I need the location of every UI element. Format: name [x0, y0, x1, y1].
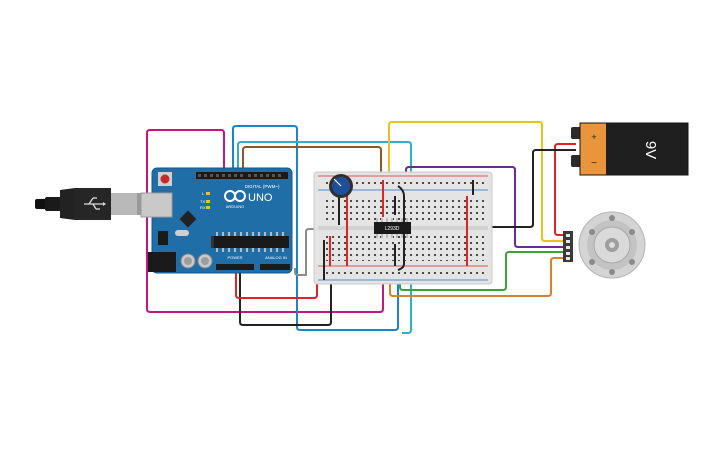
- l293d-label: L293D: [385, 226, 400, 232]
- wire-ground-black[interactable]: [239, 268, 332, 326]
- wire-battery-black[interactable]: [485, 149, 576, 228]
- led-l-label: L: [202, 191, 205, 196]
- wire-power-red[interactable]: [235, 268, 318, 299]
- voltage-regulator: [158, 231, 168, 245]
- battery-minus-sign: −: [591, 158, 597, 169]
- wire-purple[interactable]: [405, 166, 566, 248]
- led-tx-label: TX: [200, 199, 205, 204]
- led-rx: [206, 206, 210, 209]
- arduino-logo-text: UNO: [248, 192, 273, 204]
- wires: [146, 121, 576, 334]
- analog-header: [260, 264, 290, 270]
- battery-terminal-negative: [571, 155, 581, 167]
- battery-label: 9V: [642, 141, 659, 159]
- usb-icon: [84, 197, 106, 210]
- led-tx: [206, 200, 210, 203]
- power-header: [216, 264, 254, 270]
- battery-9v[interactable]: + − 9V: [571, 122, 689, 176]
- analog-label: ANALOG IN: [265, 255, 287, 260]
- mount-hole: [609, 215, 615, 221]
- arduino-board[interactable]: DIGITAL (PWM~) UNO ARDUINO L TX RX: [140, 167, 293, 274]
- wire-gray[interactable]: [294, 228, 327, 276]
- arduino-logo-icon: [224, 190, 246, 202]
- wire-orange[interactable]: [389, 257, 566, 297]
- power-rail-top: [324, 179, 484, 188]
- wire-cyan[interactable]: [237, 141, 412, 334]
- led-l: [206, 192, 210, 195]
- power-rail-bottom: [324, 268, 484, 277]
- digital-label: DIGITAL (PWM~): [245, 184, 280, 189]
- battery-plus-sign: +: [591, 132, 596, 142]
- wire-blue[interactable]: [232, 125, 399, 331]
- arduino-brand-text: ARDUINO: [226, 204, 244, 209]
- crystal: [175, 230, 189, 236]
- wire-brown[interactable]: [242, 146, 382, 212]
- usb-cable: [35, 188, 141, 220]
- wire-green[interactable]: [399, 251, 566, 291]
- atmega-chip: [211, 236, 289, 248]
- battery-terminal-positive: [571, 127, 581, 139]
- wire-magenta[interactable]: [146, 129, 384, 313]
- l293d-chip[interactable]: L293D: [374, 218, 411, 238]
- usb-chip: [179, 210, 197, 228]
- wire-yellow[interactable]: [388, 121, 566, 242]
- potentiometer[interactable]: [329, 174, 353, 198]
- power-jack: [148, 252, 176, 272]
- dc-motor[interactable]: [563, 211, 646, 279]
- wire-battery-red[interactable]: [554, 143, 576, 236]
- power-label: POWER: [227, 255, 242, 260]
- potentiometer-knob-indicator: [333, 178, 342, 187]
- led-rx-label: RX: [200, 205, 206, 210]
- usb-jack: [140, 192, 173, 218]
